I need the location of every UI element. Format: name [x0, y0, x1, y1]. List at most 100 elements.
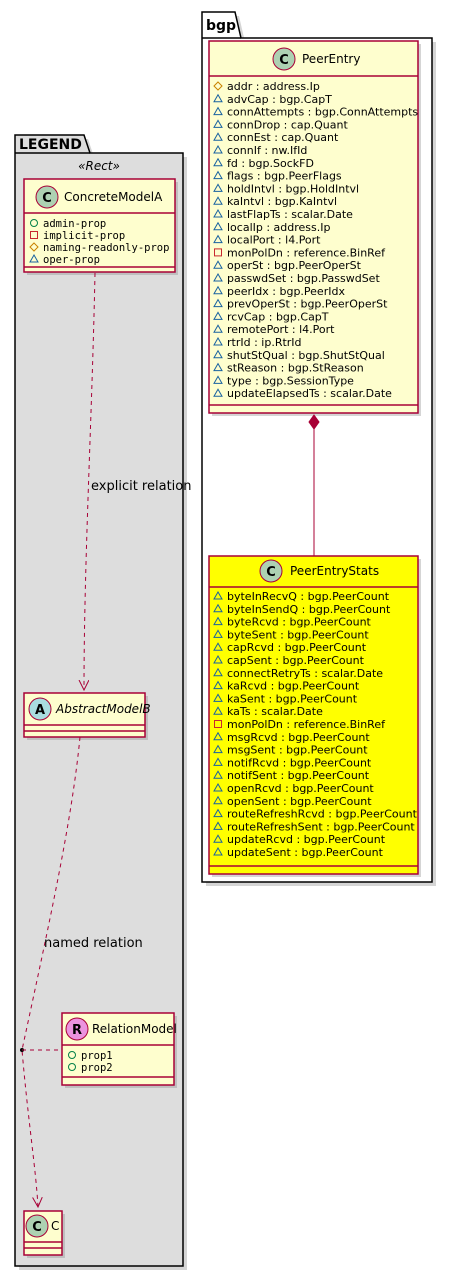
package-visibility-icon [213, 260, 223, 269]
attribute-row: remotePort : l4.Port [227, 323, 335, 336]
attribute-row: connectRetryTs : scalar.Date [227, 667, 383, 680]
package-visibility-icon [213, 119, 223, 128]
attribute-row: connEst : cap.Quant [227, 131, 339, 144]
package-visibility-icon [213, 795, 223, 805]
package-visibility-icon [213, 324, 223, 333]
attribute-row: localIp : address.Ip [227, 221, 331, 234]
public-visibility-icon [68, 1051, 76, 1059]
package-visibility-icon [213, 744, 223, 754]
package-visibility-icon [213, 770, 223, 779]
attribute-row: notifRcvd : bgp.PeerCount [227, 756, 372, 769]
attribute-row: prop1 [81, 1050, 113, 1062]
attribute-row: msgSent : bgp.PeerCount [227, 744, 368, 757]
class-circle-icon: C [35, 185, 59, 209]
attribute-row: routeRefreshSent : bgp.PeerCount [227, 820, 415, 833]
package-visibility-icon [213, 298, 223, 308]
composition-diamond-icon [308, 414, 320, 430]
package-visibility-icon [213, 782, 223, 792]
private-visibility-icon [30, 231, 38, 239]
attribute-row: kaSent : bgp.PeerCount [227, 692, 358, 705]
class-circle-icon: C [259, 559, 283, 583]
attribute-row: updateSent : bgp.PeerCount [227, 846, 384, 859]
attribute-row: prevOperSt : bgp.PeerOperSt [227, 298, 388, 311]
package-visibility-icon [213, 654, 223, 664]
attribute-row: admin-prop [43, 218, 106, 230]
class-name: PeerEntry [302, 52, 360, 66]
attribute-row: kaRcvd : bgp.PeerCount [227, 680, 360, 693]
package-visibility-icon [213, 221, 223, 231]
attribute-row: passwdSet : bgp.PasswdSet [227, 272, 380, 285]
legend-stereotype: «Rect» [78, 159, 120, 173]
attribute-row: rtrId : ip.RtrId [227, 336, 302, 349]
attribute-row: updateRcvd : bgp.PeerCount [227, 833, 386, 846]
package-visibility-icon [213, 706, 223, 715]
attribute-row: fd : bgp.SockFD [227, 157, 314, 170]
package-visibility-icon [213, 757, 223, 766]
protected-visibility-icon [213, 81, 223, 91]
named-relation-label: named relation [44, 936, 143, 951]
attribute-row: naming-readonly-prop [43, 242, 169, 254]
attribute-row: byteRcvd : bgp.PeerCount [227, 616, 372, 629]
class-name: PeerEntryStats [290, 564, 379, 578]
package-visibility-icon [29, 253, 39, 263]
package-visibility-icon [213, 272, 223, 282]
svg-text:C: C [32, 1220, 42, 1235]
package-visibility-icon [213, 170, 223, 180]
package-visibility-icon [213, 846, 223, 856]
attribute-row: operSt : bgp.PeerOperSt [227, 259, 362, 272]
package-visibility-icon [213, 590, 223, 600]
relation-circle-icon: R [65, 1017, 89, 1041]
private-visibility-icon [214, 720, 222, 728]
package-visibility-icon [213, 157, 223, 167]
named-relation-arrow: named relation [20, 736, 143, 1207]
attribute-row: updateElapsedTs : scalar.Date [227, 387, 392, 400]
attribute-row: kaTs : scalar.Date [227, 705, 323, 718]
attribute-row: capRcvd : bgp.PeerCount [227, 641, 367, 654]
class-c[interactable]: C C [23, 1210, 65, 1258]
public-visibility-icon [68, 1063, 76, 1071]
composition-link [308, 414, 320, 556]
class-circle-icon: C [25, 1214, 49, 1238]
attribute-row: peerIdx : bgp.PeerIdx [227, 285, 345, 298]
package-visibility-icon [213, 144, 223, 154]
attribute-row: localPort : l4.Port [227, 234, 321, 247]
public-visibility-icon [30, 219, 38, 227]
attribute-row: openSent : bgp.PeerCount [227, 795, 372, 808]
class-circle-icon: C [272, 47, 296, 71]
class-name: C [51, 1219, 59, 1233]
package-visibility-icon [213, 667, 223, 677]
package-visibility-icon [213, 93, 223, 103]
package-visibility-icon [213, 680, 223, 690]
attribute-row: msgRcvd : bgp.PeerCount [227, 731, 370, 744]
class-abstract-model-b[interactable]: A AbstractModelB [23, 692, 151, 740]
attribute-row: shutStQual : bgp.ShutStQual [227, 349, 385, 362]
class-peer-entry-stats[interactable]: C PeerEntryStats byteInRecvQ : bgp.PeerC… [208, 555, 421, 877]
legend-title: LEGEND [19, 137, 82, 153]
attribute-row: holdIntvl : bgp.HoldIntvl [227, 182, 359, 195]
class-name: AbstractModelB [55, 702, 151, 716]
class-name: RelationModel [92, 1022, 177, 1036]
attribute-row: prop2 [81, 1062, 113, 1074]
attribute-row: byteSent : bgp.PeerCount [227, 628, 369, 641]
class-name: ConcreteModelA [64, 190, 163, 204]
package-visibility-icon [213, 132, 223, 141]
package-visibility-icon [213, 336, 223, 346]
attribute-row: routeRefreshRcvd : bgp.PeerCount [227, 808, 418, 821]
package-visibility-icon [213, 616, 223, 626]
package-visibility-icon [213, 603, 223, 613]
class-concrete-model-a[interactable]: C ConcreteModelA admin-propimplicit-prop… [23, 178, 178, 275]
attribute-list: admin-propimplicit-propnaming-readonly-p… [29, 218, 169, 266]
svg-text:A: A [35, 703, 45, 718]
attribute-row: implicit-prop [43, 230, 125, 242]
package-visibility-icon [213, 234, 223, 244]
attribute-row: advCap : bgp.CapT [227, 93, 332, 106]
attribute-row: monPolDn : reference.BinRef [227, 246, 386, 259]
bgp-title: bgp [206, 18, 236, 34]
attribute-row: oper-prop [43, 254, 100, 266]
attribute-row: byteInSendQ : bgp.PeerCount [227, 603, 391, 616]
